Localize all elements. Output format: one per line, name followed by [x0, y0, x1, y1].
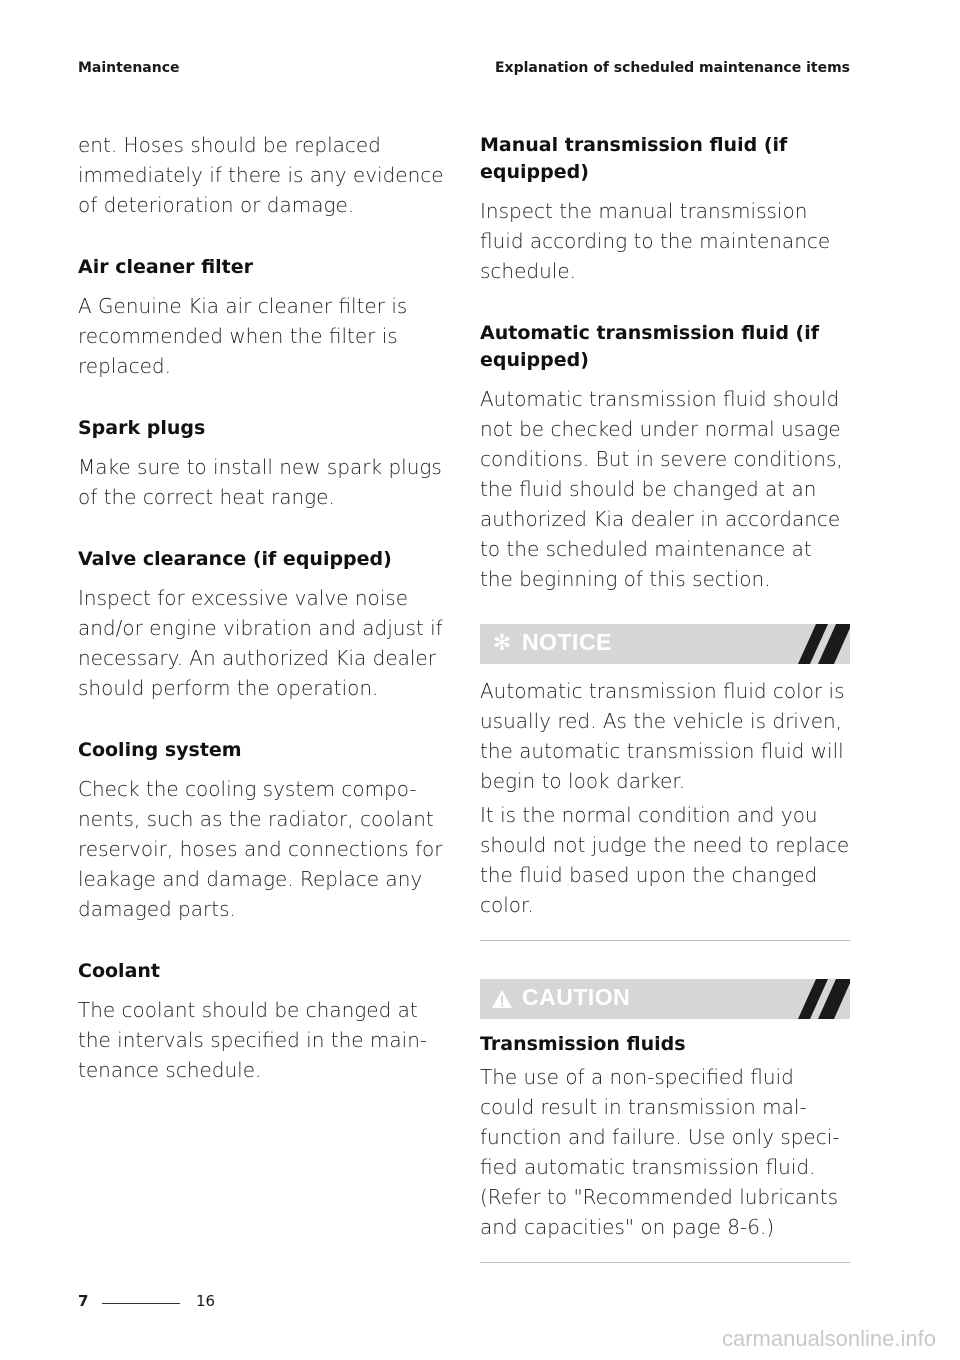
- notice-banner: ✻ NOTICE: [480, 624, 850, 664]
- caution-banner: CAUTION: [480, 979, 850, 1019]
- banner-slashes-icon: [798, 624, 850, 664]
- footer-page-number: 16: [196, 1292, 216, 1310]
- footer-divider: [102, 1303, 180, 1304]
- paragraph-spark-plugs: Make sure to install new spark plugs of …: [78, 455, 442, 509]
- heading-valve-clearance: Valve clearance (if equipped): [78, 548, 392, 570]
- notice-asterisk-icon: ✻: [492, 631, 512, 656]
- paragraph-cooling-system: Check the cooling system compo- nents, s…: [78, 777, 443, 921]
- watermark: carmanualsonline.info: [721, 1326, 936, 1351]
- notice-paragraph-2: It is the normal condition and you shoul…: [480, 803, 850, 917]
- caution-subheading: Transmission fluids: [480, 1033, 686, 1055]
- paragraph-automatic-transmission-fluid: Automatic transmission fluid should not …: [480, 387, 843, 591]
- left-column: ent. Hoses should be replaced immediatel…: [78, 130, 448, 1085]
- caution-warning-icon: [490, 985, 514, 1013]
- notice-paragraph-1: Automatic transmission fluid color is us…: [480, 679, 845, 793]
- heading-coolant: Coolant: [78, 960, 160, 982]
- running-header-section: Maintenance: [78, 60, 180, 76]
- heading-manual-transmission-fluid: Manual transmission fluid (if equipped): [480, 134, 788, 183]
- caution-label: CAUTION: [522, 984, 631, 1010]
- paragraph-coolant: The coolant should be changed at the int…: [78, 998, 428, 1082]
- heading-automatic-transmission-fluid: Automatic transmission fluid (if equippe…: [480, 322, 820, 371]
- caution-paragraph: The use of a non-specified fluid could r…: [480, 1065, 840, 1239]
- right-column: Manual transmission fluid (if equipped) …: [480, 130, 850, 1263]
- paragraph-air-cleaner-filter: A Genuine Kia air cleaner filter is reco…: [78, 294, 408, 378]
- notice-end-rule: [480, 940, 850, 941]
- footer-chapter-number: 7: [78, 1292, 89, 1310]
- notice-label: NOTICE: [522, 629, 612, 655]
- heading-air-cleaner-filter: Air cleaner filter: [78, 256, 254, 278]
- running-header-title: Explanation of scheduled maintenance ite…: [494, 60, 850, 76]
- banner-slashes-icon: [798, 979, 850, 1019]
- heading-cooling-system: Cooling system: [78, 739, 242, 761]
- continued-paragraph: ent. Hoses should be replaced immediatel…: [78, 133, 444, 217]
- caution-end-rule: [480, 1262, 850, 1263]
- heading-spark-plugs: Spark plugs: [78, 417, 206, 439]
- paragraph-valve-clearance: Inspect for excessive valve noise and/or…: [78, 586, 443, 700]
- paragraph-manual-transmission-fluid: Inspect the manual transmission fluid ac…: [480, 199, 831, 283]
